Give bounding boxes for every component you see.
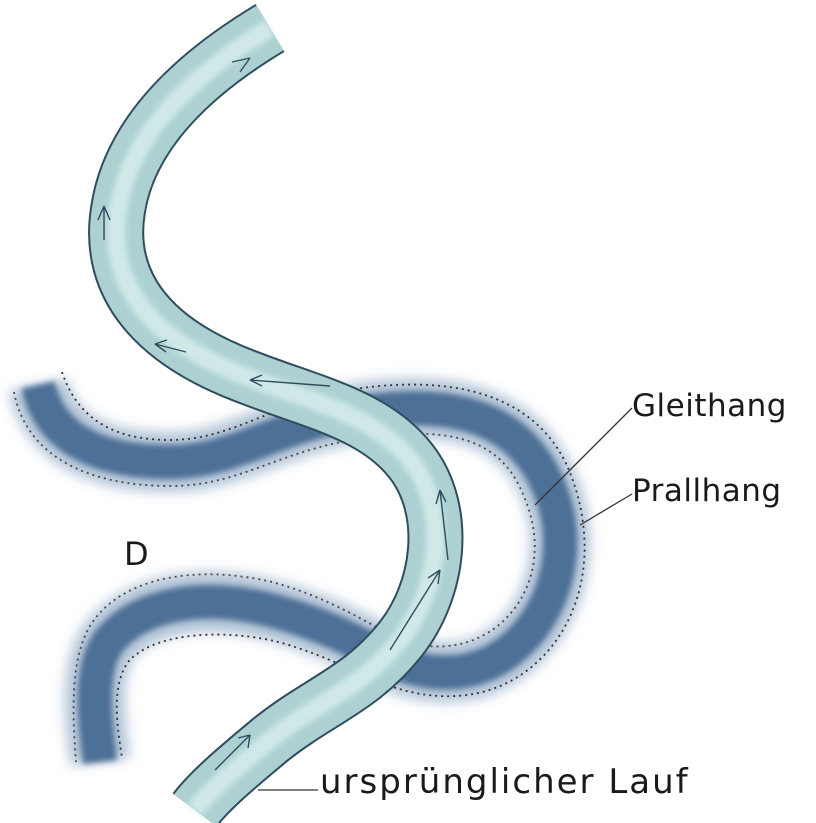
original-course-label: ursprünglicher Lauf xyxy=(320,765,690,799)
prallhang-leader xyxy=(580,494,632,525)
point-d-label: D xyxy=(124,538,149,570)
prallhang-label: Prallhang xyxy=(632,476,782,507)
gleithang-label: Gleithang xyxy=(632,391,787,422)
